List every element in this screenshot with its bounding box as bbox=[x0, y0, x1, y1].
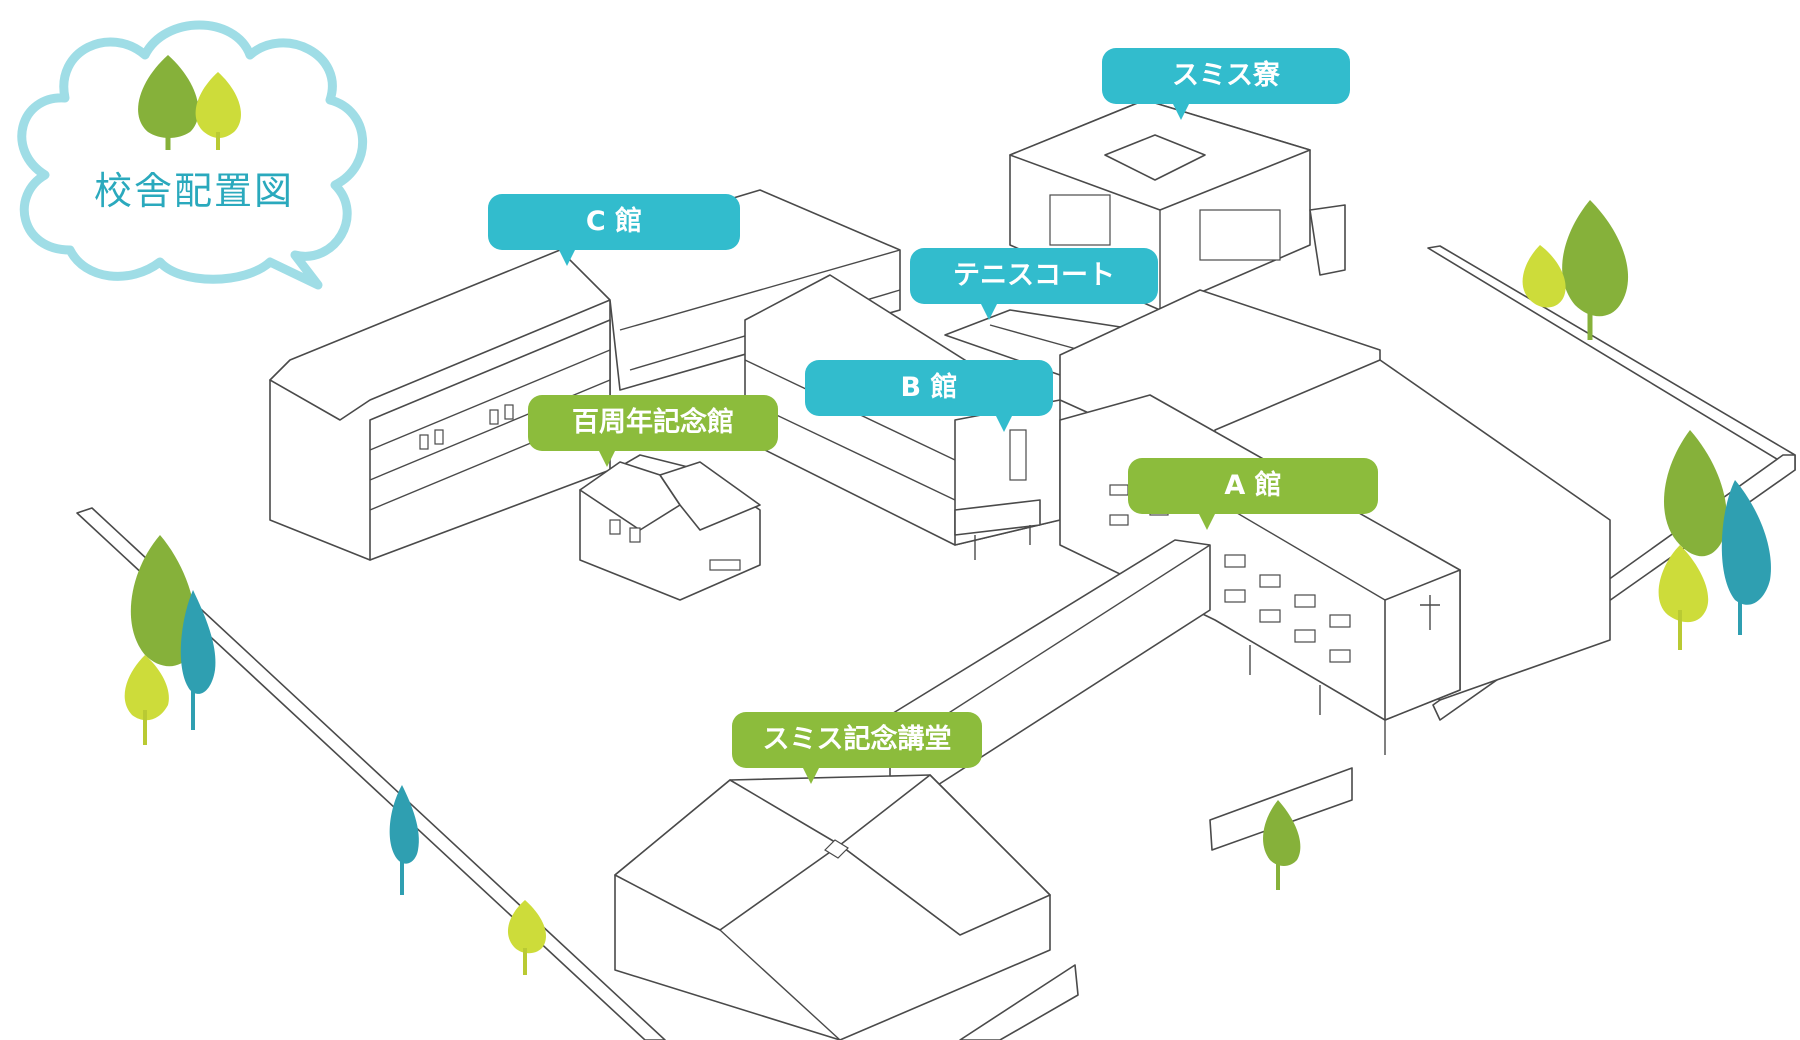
auditorium-drawing bbox=[614, 774, 1051, 1040]
label-smith-dormitory[interactable]: スミス寮 bbox=[1102, 48, 1350, 120]
title-cloud bbox=[17, 20, 367, 290]
map-title: 校舎配置図 bbox=[93, 169, 294, 213]
label-c-building[interactable]: C 館 bbox=[488, 194, 740, 266]
label-centennial-hall[interactable]: 百周年記念館 bbox=[528, 395, 778, 467]
label-b-building[interactable]: B 館 bbox=[805, 360, 1053, 432]
label-tennis-court[interactable]: テニスコート bbox=[910, 248, 1158, 320]
label-smith-memorial-auditorium[interactable]: スミス記念講堂 bbox=[732, 712, 982, 784]
centennial-hall-drawing bbox=[579, 454, 761, 601]
title-trees-icon bbox=[138, 55, 241, 150]
trees bbox=[124, 200, 1771, 975]
label-a-building[interactable]: A 館 bbox=[1128, 458, 1378, 530]
